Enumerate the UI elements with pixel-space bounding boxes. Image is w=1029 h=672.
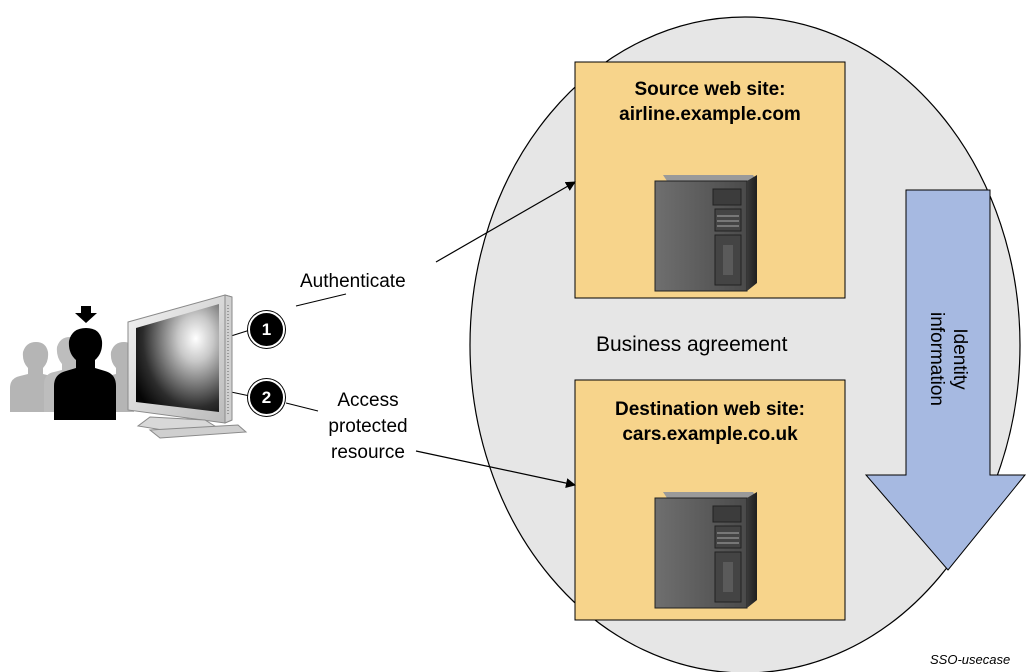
access-label-line: Access: [337, 390, 399, 411]
access-label: Access protected resource: [318, 388, 418, 466]
destination-site-title-line: cars.example.co.uk: [622, 424, 798, 445]
access-label-line: resource: [331, 442, 405, 463]
identity-information-line: information: [926, 312, 947, 406]
monitor-icon: [127, 294, 248, 439]
authenticate-leader: [295, 293, 347, 307]
badge-2-leader: [230, 391, 251, 397]
access-label-line: protected: [328, 416, 408, 437]
step-2-badge: 2: [248, 379, 285, 416]
destination-site-title: Destination web site: cars.example.co.uk: [575, 397, 845, 447]
user-group-icon: [10, 306, 134, 420]
identity-flow-arrow: [864, 189, 1027, 571]
authenticate-label: Authenticate: [300, 271, 406, 292]
authenticate-connector: [435, 181, 576, 263]
identity-information-line: Identity: [949, 328, 970, 390]
access-connector: [415, 450, 576, 489]
source-site-title-line: Source web site:: [634, 79, 786, 100]
access-leader: [285, 402, 319, 412]
step-1-badge: 1: [248, 311, 285, 348]
server-tower-icon: [654, 175, 757, 292]
destination-site-title-line: Destination web site:: [614, 399, 806, 420]
business-agreement-label: Business agreement: [596, 333, 788, 356]
badge-1-leader: [230, 329, 251, 337]
identity-information-label: Identity information: [925, 297, 971, 421]
source-site-title-line: airline.example.com: [619, 104, 801, 125]
server-tower-icon: [654, 492, 757, 609]
figure-caption: SSO-usecase: [930, 652, 1011, 667]
source-site-title: Source web site: airline.example.com: [575, 77, 845, 127]
